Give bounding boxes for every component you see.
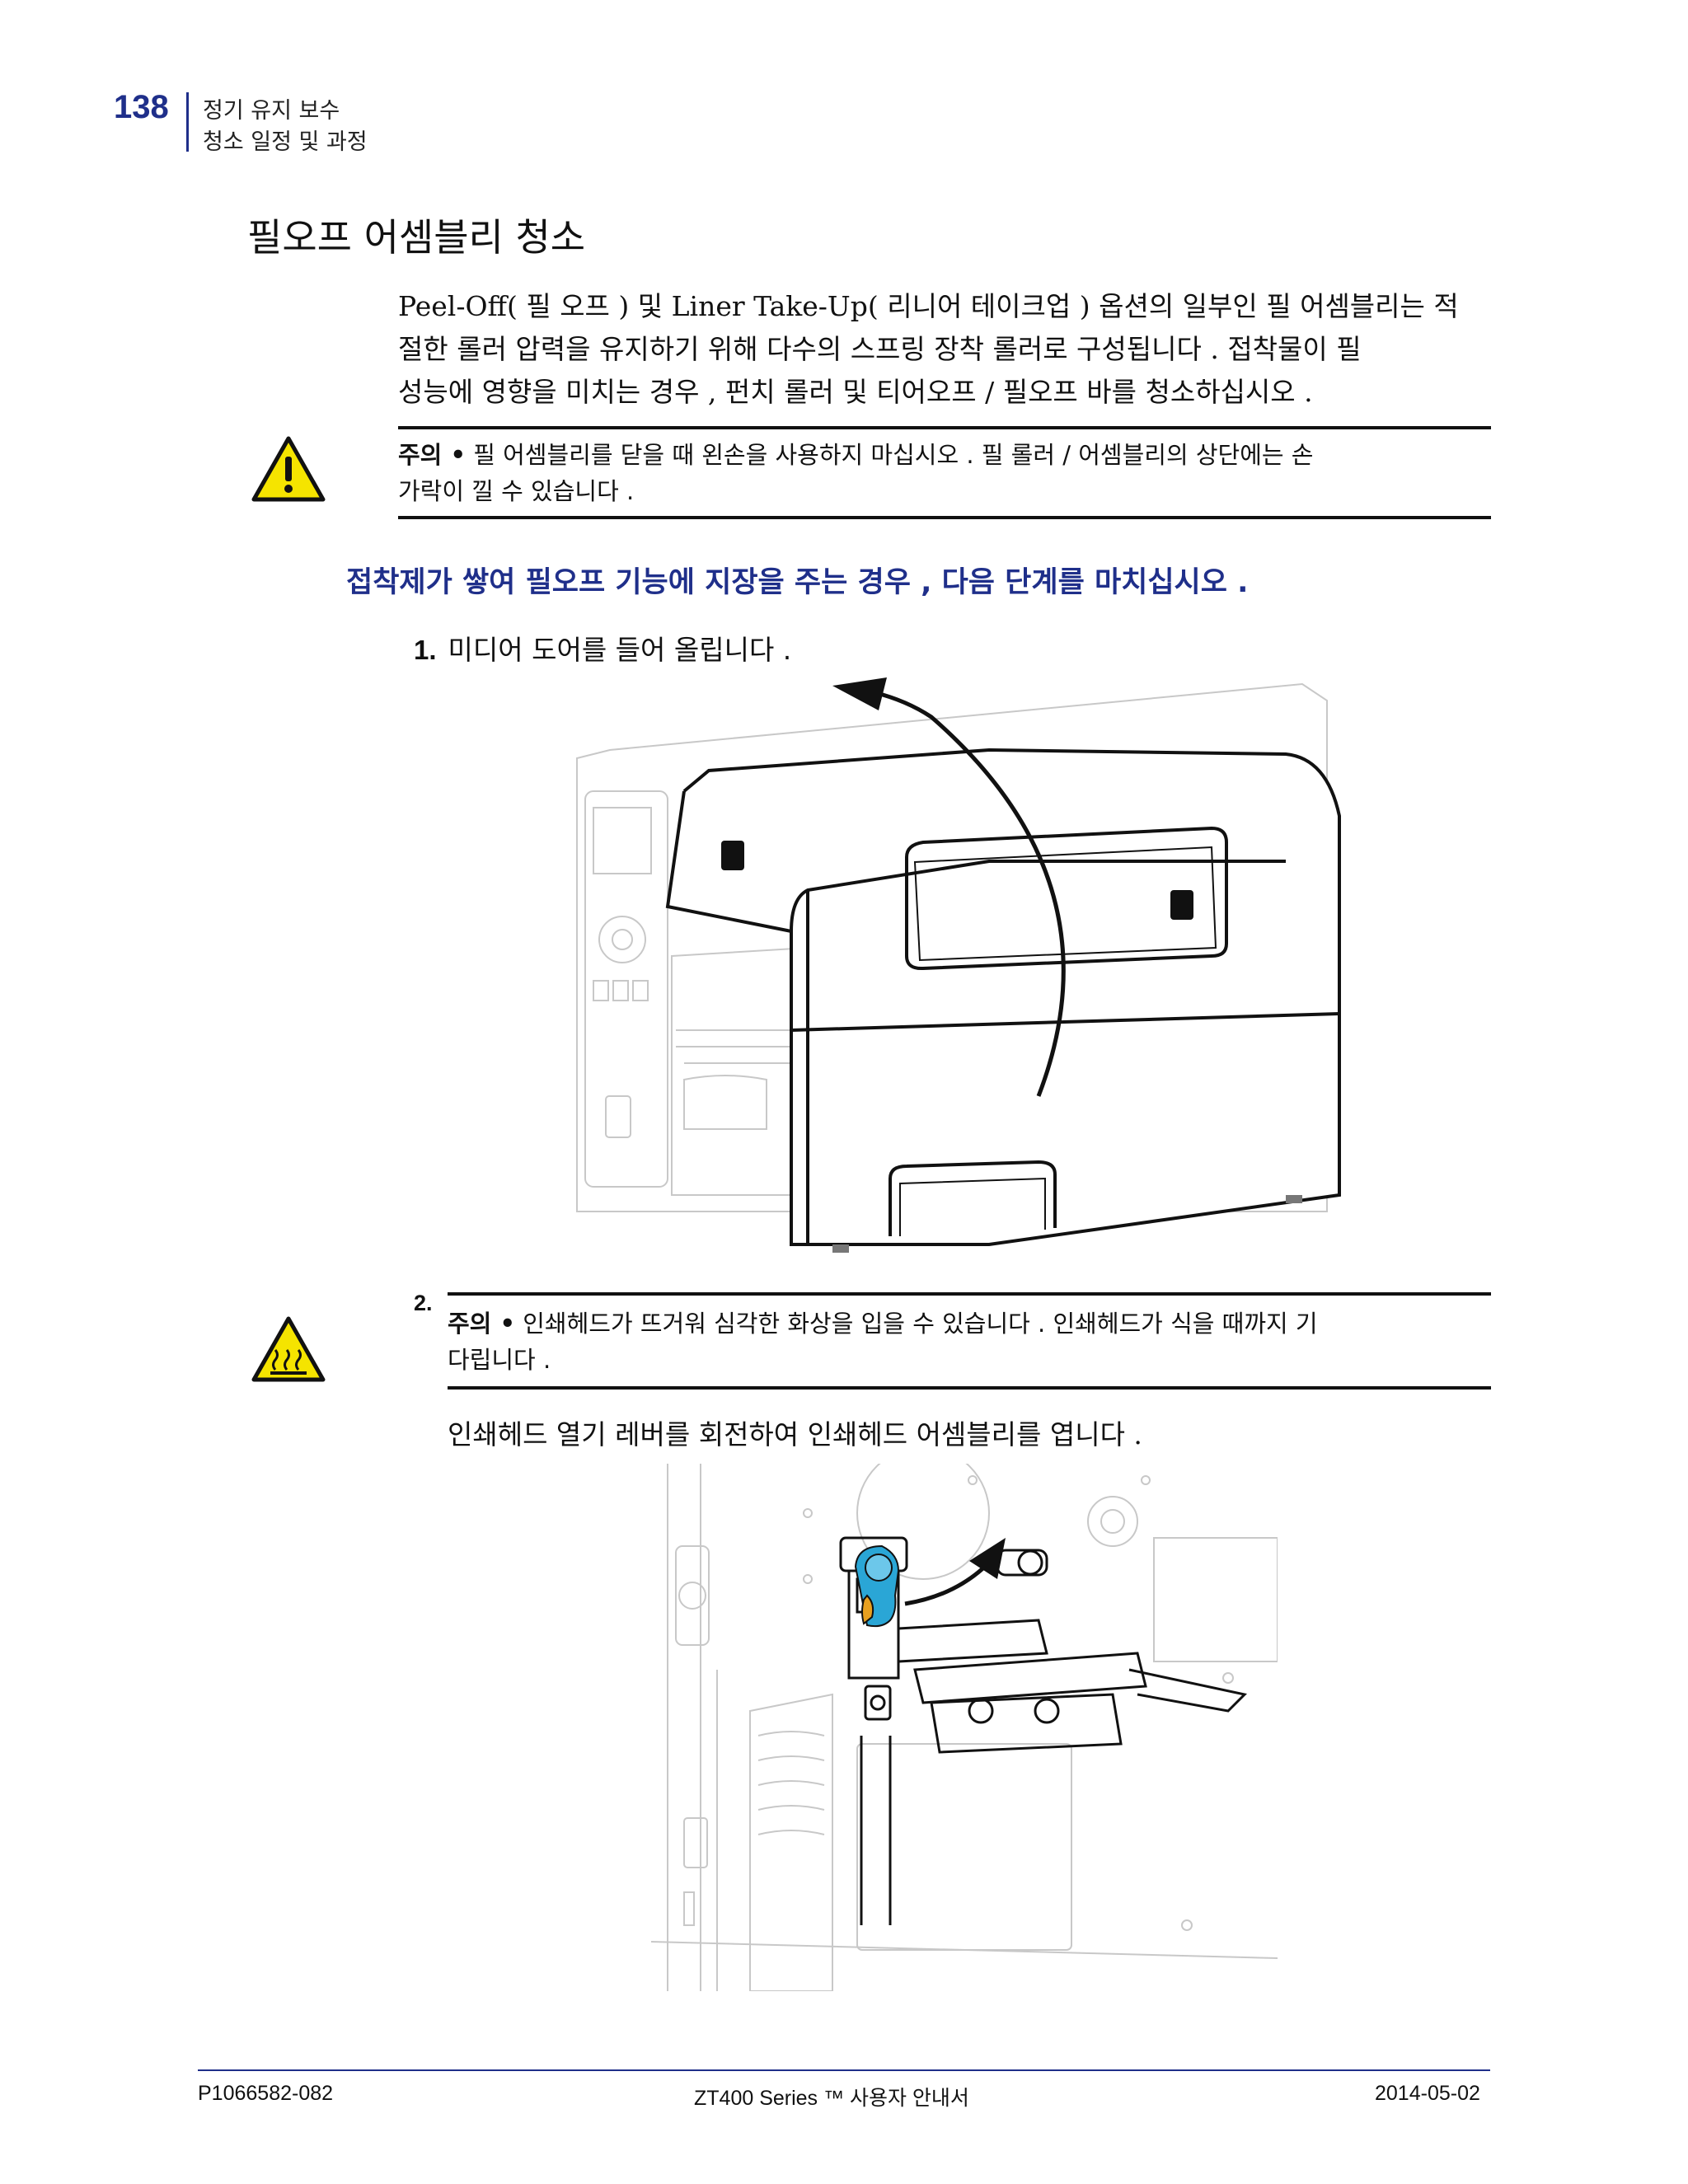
- footer-manual-title: ZT400 Series ™ 사용자 안내서: [694, 2087, 969, 2110]
- step-2-text: 인쇄헤드 열기 레버를 회전하여 인쇄헤드 어셈블리를 엽니다 .: [448, 1418, 1142, 1451]
- caution-label: 주의 •: [448, 1310, 515, 1338]
- caution-text: 인쇄헤드가 뜨거워 심각한 화상을 입을 수 있습니다 . 인쇄헤드가 식을 때…: [523, 1310, 1318, 1338]
- step-number: 2.: [414, 1291, 433, 1315]
- intro-paragraph: Peel-Off( 필 오프 ) 및 Liner Take-Up( 리니어 테이…: [398, 285, 1494, 414]
- caution-top-rule: [448, 1292, 1491, 1296]
- caution-label: 주의 •: [398, 441, 466, 469]
- caution-bottom-rule: [398, 516, 1491, 519]
- caution-text: 필 어셈블리를 닫을 때 왼손을 사용하지 마십시오 . 필 롤러 / 어셈블리…: [473, 441, 1314, 469]
- caution-bottom-rule: [448, 1386, 1491, 1390]
- caution-note: 주의 • 필 어셈블리를 닫을 때 왼손을 사용하지 마십시오 . 필 롤러 /…: [398, 437, 1486, 509]
- hot-caution-note: 주의 • 인쇄헤드가 뜨거워 심각한 화상을 입을 수 있습니다 . 인쇄헤드가…: [448, 1305, 1490, 1378]
- section-title: 청소 일정 및 과정: [203, 129, 368, 155]
- footer-doc-id: P1066582-082: [198, 2082, 334, 2105]
- hot-surface-icon: [251, 1316, 326, 1382]
- page-number: 138: [114, 89, 169, 125]
- procedure-heading: 접착제가 쌓여 필오프 기능에 지장을 주는 경우 , 다음 단계를 마치십시오…: [346, 566, 1249, 599]
- printhead-lever-illustration: [651, 1464, 1278, 1991]
- printer-media-door-illustration: [576, 677, 1341, 1253]
- header-divider: [186, 92, 189, 152]
- caution-text: 가락이 낄 수 있습니다 .: [398, 477, 635, 505]
- caution-top-rule: [398, 426, 1491, 429]
- warning-triangle-icon: [251, 436, 326, 502]
- intro-line: Peel-Off( 필 오프 ) 및 Liner Take-Up( 리니어 테이…: [398, 290, 1459, 322]
- caution-text: 다립니다 .: [448, 1346, 551, 1374]
- intro-line: 성능에 영향을 미치는 경우 , 펀치 롤러 및 티어오프 / 필오프 바를 청…: [398, 376, 1313, 408]
- footer-rule: [198, 2069, 1490, 2071]
- step-number: 1.: [414, 635, 437, 665]
- chapter-title: 정기 유지 보수: [203, 98, 340, 124]
- footer-date: 2014-05-02: [1375, 2082, 1480, 2105]
- intro-line: 절한 롤러 압력을 유지하기 위해 다수의 스프링 장착 롤러로 구성됩니다 .…: [398, 333, 1362, 365]
- step-1: 1. 미디어 도어를 들어 올립니다 .: [414, 628, 791, 668]
- page-title: 필오프 어셈블리 청소: [247, 215, 586, 260]
- step-text: 미디어 도어를 들어 올립니다 .: [448, 634, 792, 666]
